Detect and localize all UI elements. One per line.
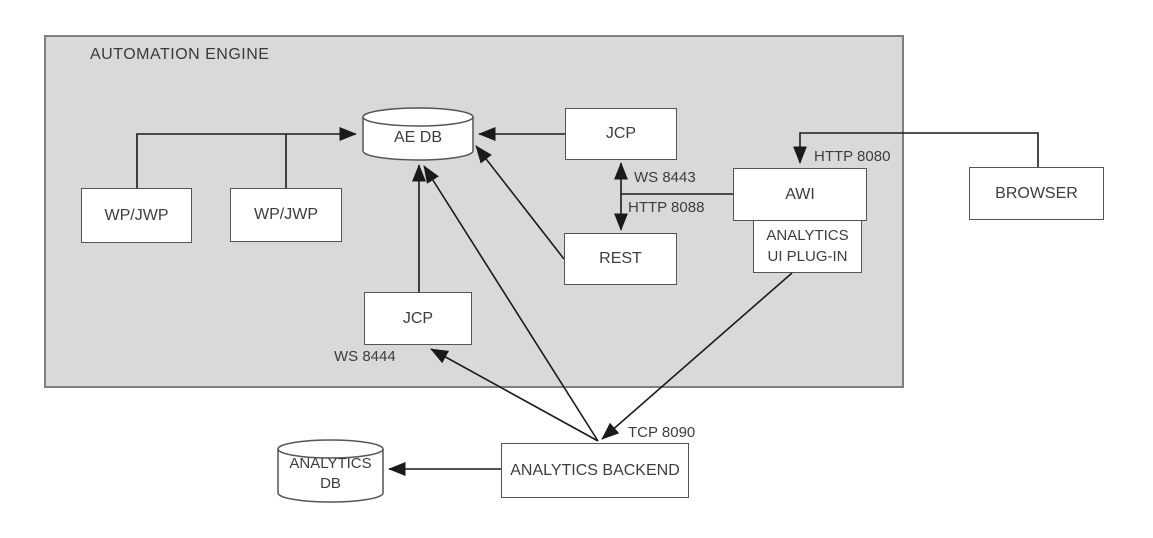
edge-backend-aedb-arrow (423, 165, 599, 442)
edge-label-ws-8444: WS 8444 (334, 348, 396, 365)
node-rest: REST (564, 233, 677, 285)
node-browser: BROWSER (969, 167, 1104, 220)
analytics-db-cylinder (277, 439, 384, 503)
node-jcp-lower: JCP (364, 292, 472, 345)
node-jcp-top: JCP (565, 108, 677, 160)
automation-engine-title: AUTOMATION ENGINE (90, 46, 270, 63)
node-analytics-db-label: ANALYTICS DB (289, 454, 372, 492)
node-wp-jwp-2: WP/JWP (230, 188, 342, 242)
node-awi: AWI (733, 168, 867, 221)
node-analytics-ui-plugin: ANALYTICS UI PLUG-IN (753, 220, 862, 273)
edge-label-http-8088: HTTP 8088 (628, 199, 705, 216)
edge-browser-awi-arrow (792, 132, 1039, 167)
edge-plugin-backend-arrow (601, 272, 793, 440)
edge-wpjwp-aedb-arrow (136, 126, 357, 188)
ae-db-cylinder (362, 107, 474, 161)
edge-rest-aedb-arrow (475, 145, 565, 260)
node-analytics-backend: ANALYTICS BACKEND (501, 443, 689, 498)
edge-label-http-8080: HTTP 8080 (814, 148, 891, 165)
edge-label-tcp-8090: TCP 8090 (628, 424, 696, 441)
edge-backend-jcplower-arrow (430, 348, 599, 442)
node-wp-jwp-1: WP/JWP (81, 188, 192, 243)
edge-label-ws-8443: WS 8443 (634, 169, 696, 186)
node-ae-db-label: AE DB (393, 129, 442, 147)
